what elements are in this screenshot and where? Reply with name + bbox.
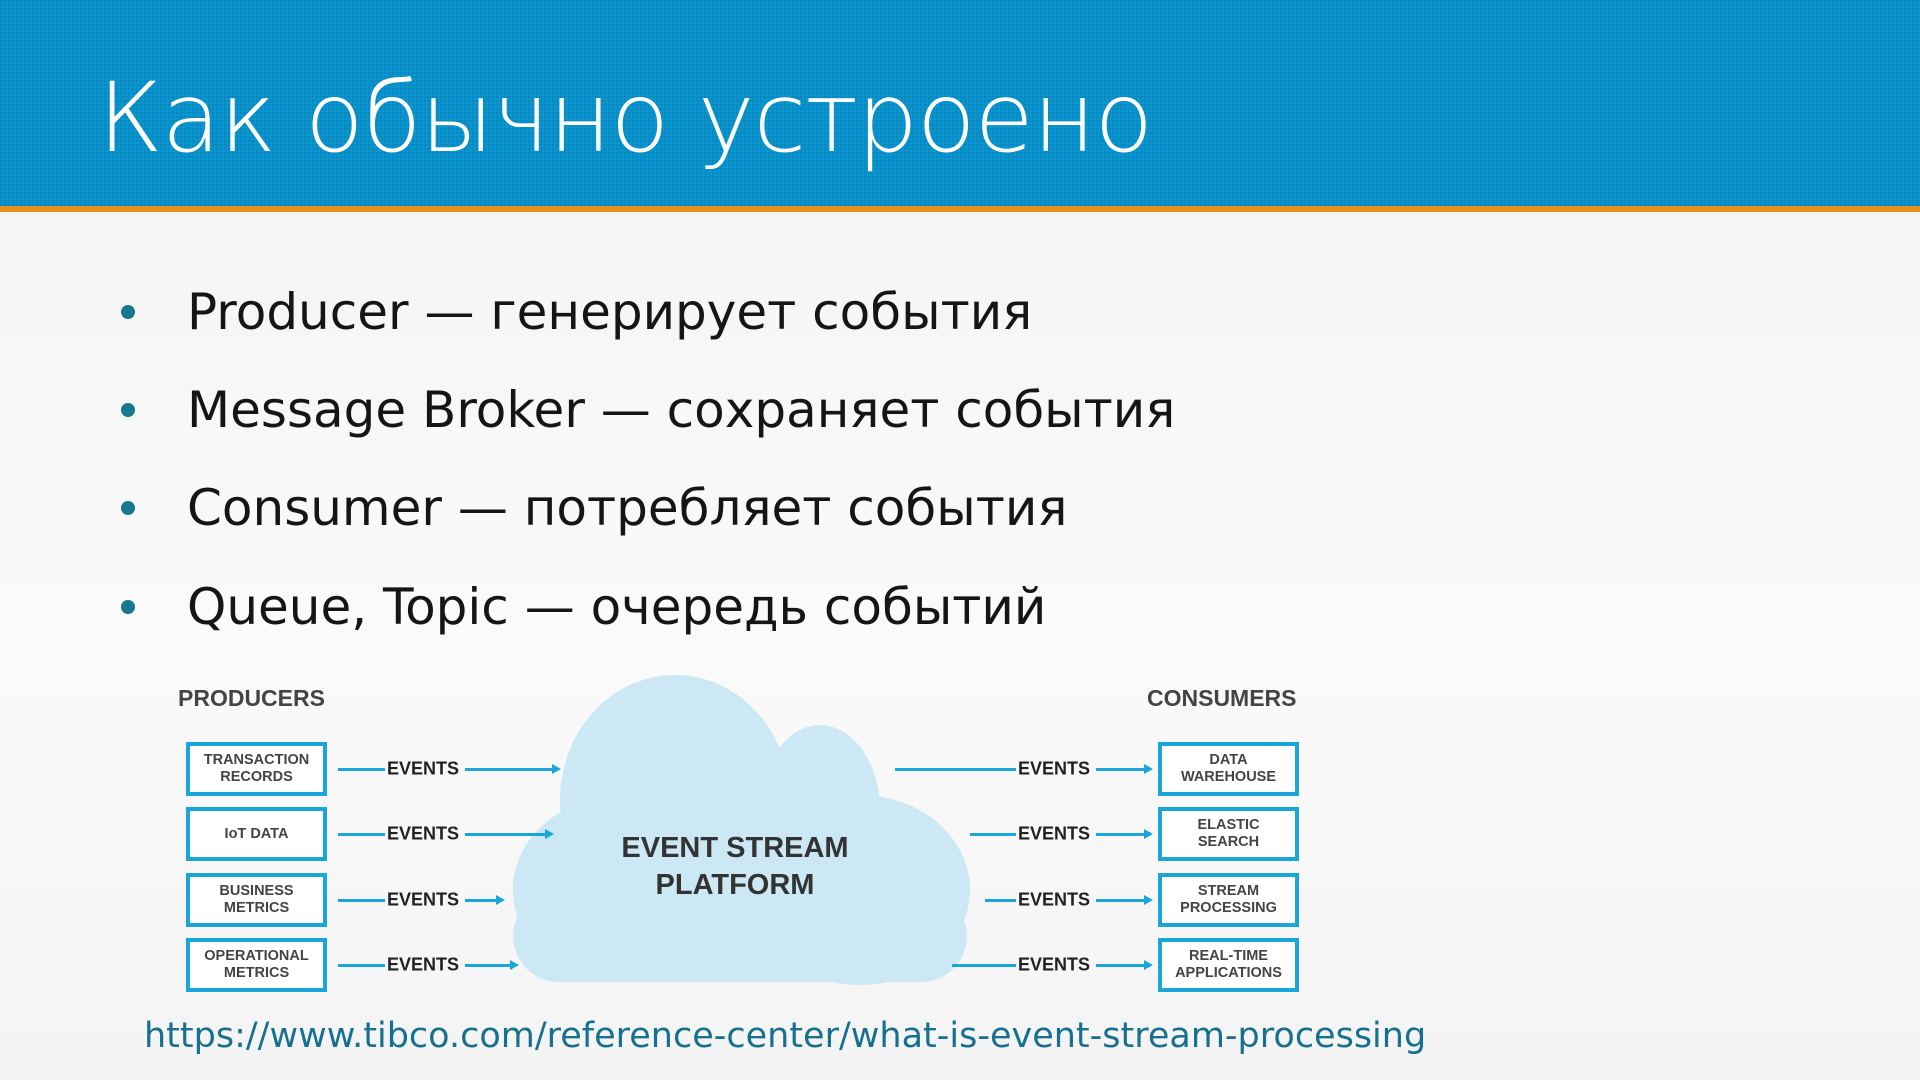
connector-line xyxy=(338,964,385,967)
arrow-head-icon xyxy=(1144,960,1153,970)
consumer-box: ELASTIC SEARCH xyxy=(1158,807,1299,861)
arrow-line xyxy=(465,964,510,967)
consumer-box: STREAM PROCESSING xyxy=(1158,873,1299,927)
arrow-line xyxy=(465,833,545,836)
connector-line xyxy=(338,899,385,902)
arrow-head-icon xyxy=(545,829,554,839)
bullet-item: Queue, Topic — очередь событий xyxy=(187,578,1047,636)
connector-line xyxy=(985,899,1016,902)
connector-line xyxy=(338,833,385,836)
arrow-line xyxy=(1096,964,1146,967)
title-bar xyxy=(0,0,1920,206)
events-label: EVENTS xyxy=(1018,889,1091,910)
producers-heading: PRODUCERS xyxy=(178,685,325,711)
connector-line xyxy=(970,833,1016,836)
producer-box: OPERATIONAL METRICS xyxy=(186,938,327,992)
connector-line xyxy=(338,768,385,771)
arrow-head-icon xyxy=(1144,764,1153,774)
bullet-icon xyxy=(121,305,135,319)
arrow-head-icon xyxy=(496,895,505,905)
arrow-line xyxy=(1096,833,1146,836)
bullet-icon xyxy=(121,501,135,515)
events-label: EVENTS xyxy=(1018,758,1091,779)
connector-line xyxy=(895,768,1016,771)
consumers-heading: CONSUMERS xyxy=(1147,685,1297,711)
arrow-head-icon xyxy=(1144,829,1153,839)
events-label: EVENTS xyxy=(1018,954,1091,975)
connector-line xyxy=(952,964,1016,967)
producer-box: IoT DATA xyxy=(186,807,327,861)
accent-divider xyxy=(0,206,1920,212)
producer-box: BUSINESS METRICS xyxy=(186,873,327,927)
arrow-head-icon xyxy=(1144,895,1153,905)
arrow-line xyxy=(465,899,496,902)
events-label: EVENTS xyxy=(387,758,460,779)
slide-title: Как обычно устроено xyxy=(98,62,1153,174)
source-link[interactable]: https://www.tibco.com/reference-center/w… xyxy=(144,1016,1427,1056)
bullet-icon xyxy=(121,600,135,614)
platform-label: EVENT STREAM PLATFORM xyxy=(621,832,849,901)
consumer-box: DATA WAREHOUSE xyxy=(1158,742,1299,796)
events-label: EVENTS xyxy=(387,954,460,975)
arrow-line xyxy=(465,768,552,771)
consumer-box: REAL-TIME APPLICATIONS xyxy=(1158,938,1299,992)
producer-box: TRANSACTION RECORDS xyxy=(186,742,327,796)
arrow-line xyxy=(1096,899,1146,902)
bullet-icon xyxy=(121,403,135,417)
bullet-item: Message Broker — сохраняет события xyxy=(187,381,1176,439)
events-label: EVENTS xyxy=(1018,823,1091,844)
bullet-item: Consumer — потребляет события xyxy=(187,479,1068,537)
bullet-item: Producer — генерирует события xyxy=(187,283,1033,341)
arrow-line xyxy=(1096,768,1146,771)
events-label: EVENTS xyxy=(387,823,460,844)
arrow-head-icon xyxy=(510,960,519,970)
arrow-head-icon xyxy=(552,764,561,774)
events-label: EVENTS xyxy=(387,889,460,910)
